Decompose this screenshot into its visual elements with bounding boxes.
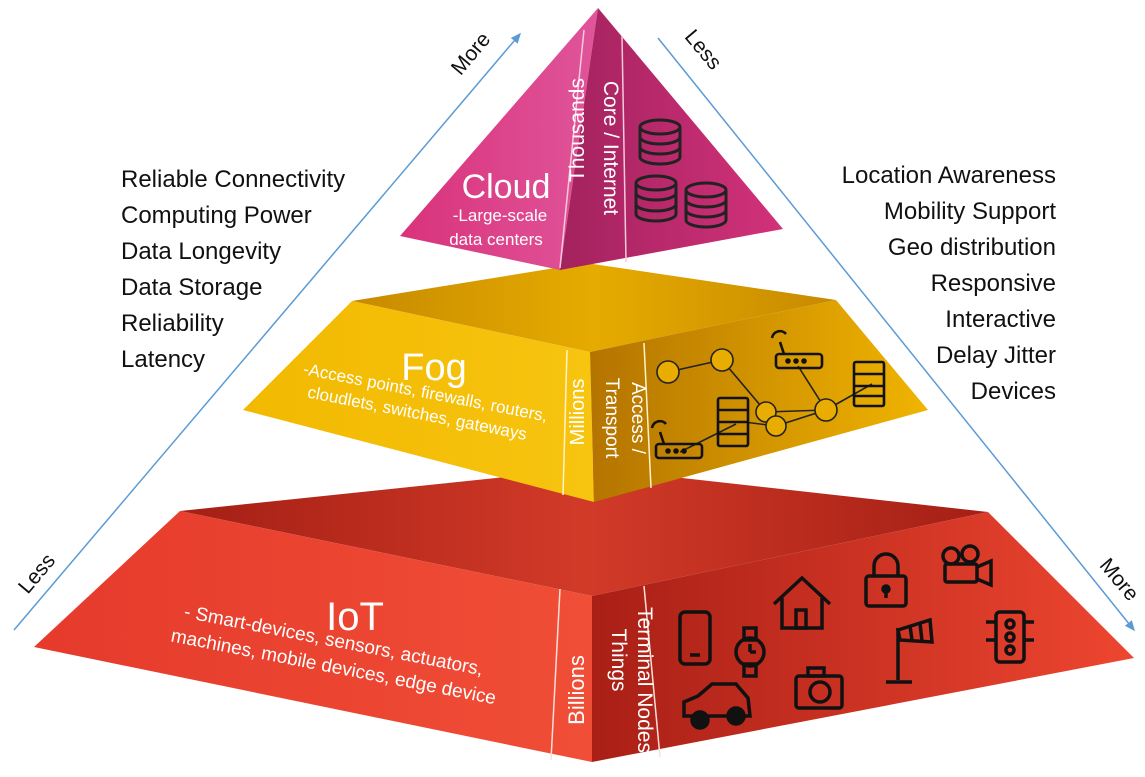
fog-layer-line1: Access / <box>627 382 648 455</box>
padlock-icon <box>864 552 908 608</box>
left-list-item: Data Storage <box>121 274 263 301</box>
video-camera-icon <box>941 544 993 588</box>
router-icon <box>770 329 824 370</box>
fog-tier: Fog -Access points, firewalls, routers, … <box>243 263 928 502</box>
cloud-separator-1 <box>559 29 585 269</box>
right-list-item: Interactive <box>945 306 1056 333</box>
router-icon-2 <box>650 419 704 460</box>
left-arrow-bottom-label: Less <box>14 549 60 598</box>
cloud-title: Cloud <box>462 168 551 206</box>
fog-count: Millions <box>567 379 589 446</box>
car-icon <box>682 682 752 730</box>
right-list-item: Geo distribution <box>887 234 1056 261</box>
fog-title: Fog <box>401 347 466 389</box>
network-graph-icon <box>656 348 873 453</box>
database-icon <box>638 118 682 166</box>
cloud-separator-2 <box>621 35 627 263</box>
fog-left-face <box>243 301 594 502</box>
iot-layer-line2: Things <box>607 628 630 691</box>
database-icon-3 <box>684 181 728 229</box>
right-list-item: Location Awareness <box>841 162 1056 189</box>
iot-separator-1 <box>550 588 561 761</box>
fog-top-face <box>352 263 836 352</box>
house-icon <box>772 575 832 630</box>
cloud-desc-line1: -Large-scale <box>453 206 548 225</box>
left-list-item: Reliable Connectivity <box>121 166 346 193</box>
smartwatch-icon <box>734 626 766 678</box>
cloud-layer: Core / Internet <box>599 81 622 215</box>
server-icon <box>852 360 886 408</box>
fog-layer-line2: Transport <box>601 378 622 459</box>
iot-layer-line1: Terminal Nodes <box>633 607 656 753</box>
iot-title: IoT <box>326 595 384 639</box>
traffic-light-icon <box>986 610 1034 664</box>
right-attribute-list: Location Awareness Mobility Support Geo … <box>842 158 1056 410</box>
right-list-item: Responsive <box>930 270 1056 297</box>
cloud-count: Thousands <box>566 78 589 182</box>
right-list-item: Mobility Support <box>883 198 1056 225</box>
right-arrow-bottom-label: More <box>1095 554 1143 605</box>
right-arrow-top-label: Less <box>680 25 726 74</box>
left-attribute-list: Reliable Connectivity Computing Power Da… <box>121 162 345 378</box>
server-icon-2 <box>716 396 750 448</box>
iot-tier: IoT - Smart-devices, sensors, actuators,… <box>34 468 1134 762</box>
right-arrow-line <box>657 37 1135 632</box>
cloud-left-face <box>400 8 598 270</box>
iot-right-face <box>592 512 1134 762</box>
iot-left-face <box>34 511 592 762</box>
right-list-item: Delay Jitter <box>935 342 1056 369</box>
iot-top-face <box>180 468 988 596</box>
smartphone-icon <box>678 610 712 666</box>
iot-count: Billions <box>564 655 589 725</box>
camera-icon <box>794 666 844 710</box>
fog-separator-1 <box>562 349 568 496</box>
database-icon-2 <box>634 174 678 223</box>
iot-separator-2 <box>643 585 661 758</box>
cloud-right-face <box>560 8 783 270</box>
left-list-item: Reliability <box>121 310 224 337</box>
left-list-item: Data Longevity <box>121 238 282 265</box>
cloud-desc-line2: data centers <box>449 230 543 249</box>
windsock-icon <box>886 617 934 684</box>
left-list-item: Computing Power <box>121 202 312 229</box>
right-list-item: Devices <box>970 378 1056 405</box>
fog-separator-2 <box>643 342 652 489</box>
cloud-tier: Cloud -Large-scale data centers Thousand… <box>400 8 783 270</box>
left-arrow-line <box>13 32 521 631</box>
left-list-item: Latency <box>121 346 206 373</box>
